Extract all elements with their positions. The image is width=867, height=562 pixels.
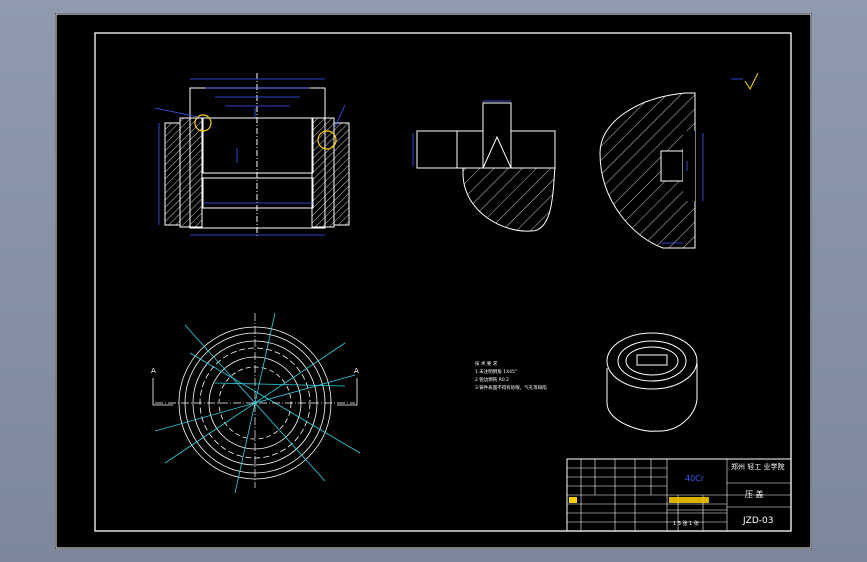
section-mark-right [337, 378, 358, 406]
right-section-view[interactable] [599, 92, 704, 249]
detail-callout-right [317, 130, 337, 150]
title-block-grid [567, 459, 791, 531]
material-label: 40Cr [685, 474, 705, 483]
section-label-a-right: A [354, 367, 359, 375]
right-hatched-body [599, 92, 696, 249]
title-block[interactable]: 40Cr 郑州 轻工 业学院 压 盖 JZD-03 1 3 张 1 张 [566, 458, 792, 532]
iso-top-ellipse [606, 332, 698, 390]
part-name: 压 盖 [745, 489, 764, 499]
school-name: 郑州 轻工 业学院 [731, 462, 784, 471]
technical-notes: 技 术 要 求 1.未注明倒角 1X45° 2.锐边倒钝 R0.2 3.铸件表面… [475, 360, 547, 391]
inner-frame [94, 32, 792, 532]
section-wall-right [333, 122, 350, 226]
bottom-recess [202, 177, 314, 209]
dimension-lines [154, 78, 346, 236]
note-line-1: 技 术 要 求 [475, 360, 498, 367]
section-label-a-left: A [151, 367, 156, 375]
note-line-4: 3.铸件表面不得有砂眼，气孔等缺陷 [475, 384, 547, 391]
top-view-circular[interactable]: A A [151, 312, 361, 494]
iso-ring-2 [625, 346, 679, 376]
surface-roughness-icon [731, 72, 759, 91]
middle-dims [412, 100, 511, 166]
drawing-svg: A A 技 术 要 求 1.未注明倒角 1X45° 2.锐边倒钝 R0.2 3.… [55, 13, 812, 549]
note-line-2: 1.未注明倒角 1X45° [475, 368, 517, 375]
detail-callout-left [194, 114, 212, 132]
middle-shaft [416, 130, 458, 169]
middle-groove [482, 135, 512, 169]
section-wall-left [164, 122, 181, 226]
inner-bore [202, 117, 314, 174]
outer-border [55, 13, 812, 549]
title-cell-marker-2 [669, 497, 709, 503]
front-section-view[interactable] [154, 73, 350, 238]
iso-ring-1 [617, 340, 687, 382]
isometric-view[interactable] [606, 332, 698, 432]
title-cell-marker [569, 497, 577, 503]
drawing-number: JZD-03 [742, 516, 773, 526]
note-line-3: 2.锐边倒钝 R0.2 [475, 376, 509, 383]
right-cut [683, 131, 695, 201]
right-dims [661, 133, 704, 244]
iso-slot [636, 354, 668, 366]
section-mark-left [152, 378, 173, 406]
right-slot [660, 150, 684, 182]
section-wall-left-inner [179, 117, 203, 228]
middle-section-view[interactable] [412, 100, 556, 232]
section-wall-right-inner [311, 117, 335, 228]
iso-body [606, 363, 698, 432]
sheet-info: 1 3 张 1 张 [673, 520, 699, 527]
drawing-canvas[interactable]: A A 技 术 要 求 1.未注明倒角 1X45° 2.锐边倒钝 R0.2 3.… [55, 13, 812, 549]
